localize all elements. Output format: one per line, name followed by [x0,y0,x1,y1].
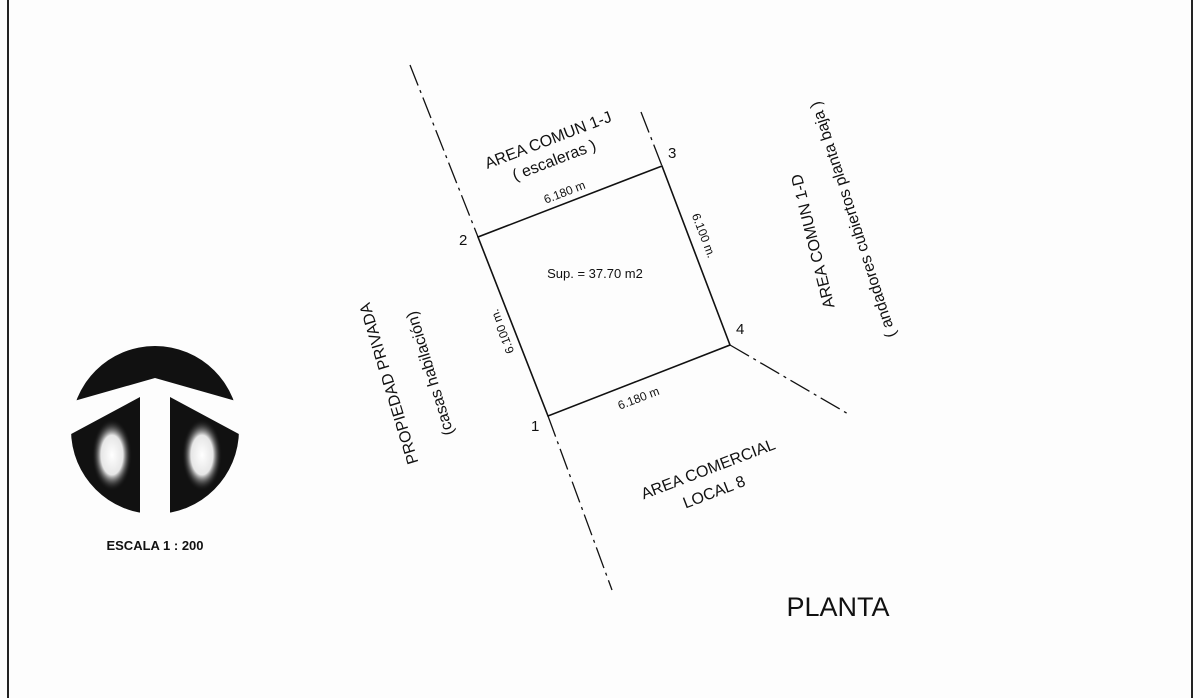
vertex-4: 4 [736,321,744,338]
boundary-line-west-upper [409,64,479,238]
scale-label: ESCALA 1 : 200 [106,538,203,553]
area-label: Sup. = 37.70 m2 [547,266,643,281]
east-neighbor-name: AREA COMUN 1-D [789,172,839,310]
dimension-right: 6.100 m. [689,211,719,260]
dimension-left: 6.100 m. [487,307,517,356]
boundary-line-west-lower [547,415,613,591]
vertex-1: 1 [531,418,539,435]
dimension-bottom: 6.180 m [616,384,662,413]
boundary-line-north-east [640,111,663,167]
lot-polygon [476,164,732,418]
boundary-line-south-east [729,344,851,416]
vertex-2: 2 [459,232,467,249]
west-neighbor-detail: (casas habilación) [404,309,458,437]
plan-title: PLANTA [786,592,889,622]
north-arrow-icon [60,346,250,520]
vertex-3: 3 [668,145,676,162]
dimension-top: 6.180 m [542,178,588,207]
